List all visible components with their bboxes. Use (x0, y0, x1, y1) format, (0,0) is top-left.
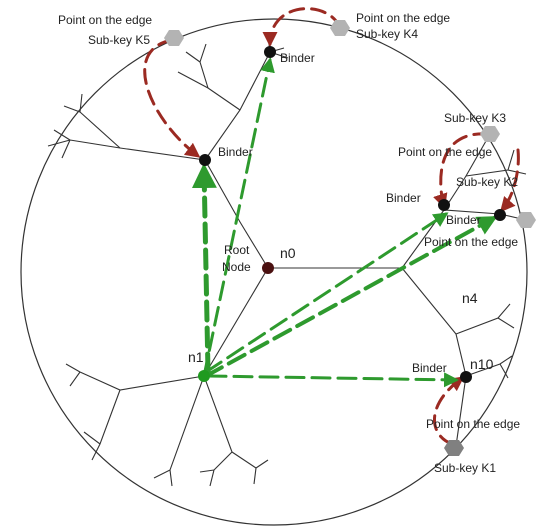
label-binder-k1: Binder (412, 361, 447, 375)
edge-n1-lowest (153, 375, 205, 487)
edge-right-n10-edge (455, 375, 467, 447)
edge-n1-down (203, 375, 257, 471)
binder-node-k5 (199, 154, 211, 166)
edge-n1-lowleft (83, 389, 121, 461)
hexagon-icon (444, 440, 464, 456)
label-binder-k5: Binder (218, 145, 253, 159)
label-subkey-k1: Sub-key K1 (434, 461, 496, 475)
edge-right-lower (401, 267, 467, 377)
edge-n1-down-leaf (199, 459, 269, 487)
hexagon-icon (480, 126, 500, 142)
edge-right-n10-leaf (465, 355, 513, 379)
red-path-k4 (262, 7, 342, 47)
green-path-k1 (206, 372, 459, 388)
binder-node-k2 (494, 209, 506, 221)
label-root-line2: Node (222, 260, 251, 274)
label-point-k3: Point on the edge (398, 145, 492, 159)
binder-node-k3 (438, 199, 450, 211)
label-point-k5: Point on the edge (58, 13, 152, 27)
green-path-k2 (204, 216, 498, 378)
nodes (198, 46, 506, 383)
edge-n1-left-leaf (65, 363, 81, 387)
label-binder-k3: Binder (386, 191, 421, 205)
label-binder-k2: Binder (446, 213, 481, 227)
edge-upper-k5-leaf (185, 43, 209, 89)
green-path-k4 (202, 57, 275, 378)
edge-n1-left (79, 371, 205, 391)
boundary-circle (20, 18, 528, 526)
label-point-k2: Point on the edge (424, 235, 518, 249)
edge-right-n4-leaf (455, 303, 515, 335)
label-subkey-k5: Sub-key K5 (88, 33, 150, 47)
hexagon-icon (164, 30, 184, 46)
label-n1: n1 (188, 349, 204, 365)
binder-node-k1 (460, 371, 472, 383)
label-subkey-k2: Sub-key K2 (456, 175, 518, 189)
edge-upper-k5-branch (177, 71, 241, 111)
binder-node-k4 (264, 46, 276, 58)
label-root-line1: Root (224, 243, 250, 257)
label-n10: n10 (470, 356, 494, 372)
label-n4: n4 (462, 290, 478, 306)
label-subkey-k3: Sub-key K3 (444, 111, 506, 125)
red-path-k2 (500, 148, 520, 213)
green-paths (191, 57, 498, 388)
green-path-k3 (204, 212, 449, 374)
origin-node-n1 (198, 370, 210, 382)
label-point-k1: Point on the edge (426, 417, 520, 431)
root-node (262, 262, 274, 274)
hexagon-icon (516, 212, 536, 228)
edge-upper-left-leaf (63, 93, 121, 149)
label-binder-k4: Binder (280, 51, 315, 65)
green-path-k5 (191, 163, 217, 375)
edge-upper-left-leaf2 (47, 129, 71, 159)
label-n0: n0 (280, 245, 296, 261)
labels: Point on the edge Sub-key K5 Point on th… (58, 11, 520, 475)
red-path-k5 (143, 38, 201, 158)
label-point-k4: Point on the edge (356, 11, 450, 25)
edge-root-n1 (203, 267, 269, 377)
label-subkey-k4: Sub-key K4 (356, 27, 418, 41)
hexagon-icon (330, 20, 350, 36)
edge-points (164, 20, 536, 456)
edge-upper-left (69, 139, 206, 161)
